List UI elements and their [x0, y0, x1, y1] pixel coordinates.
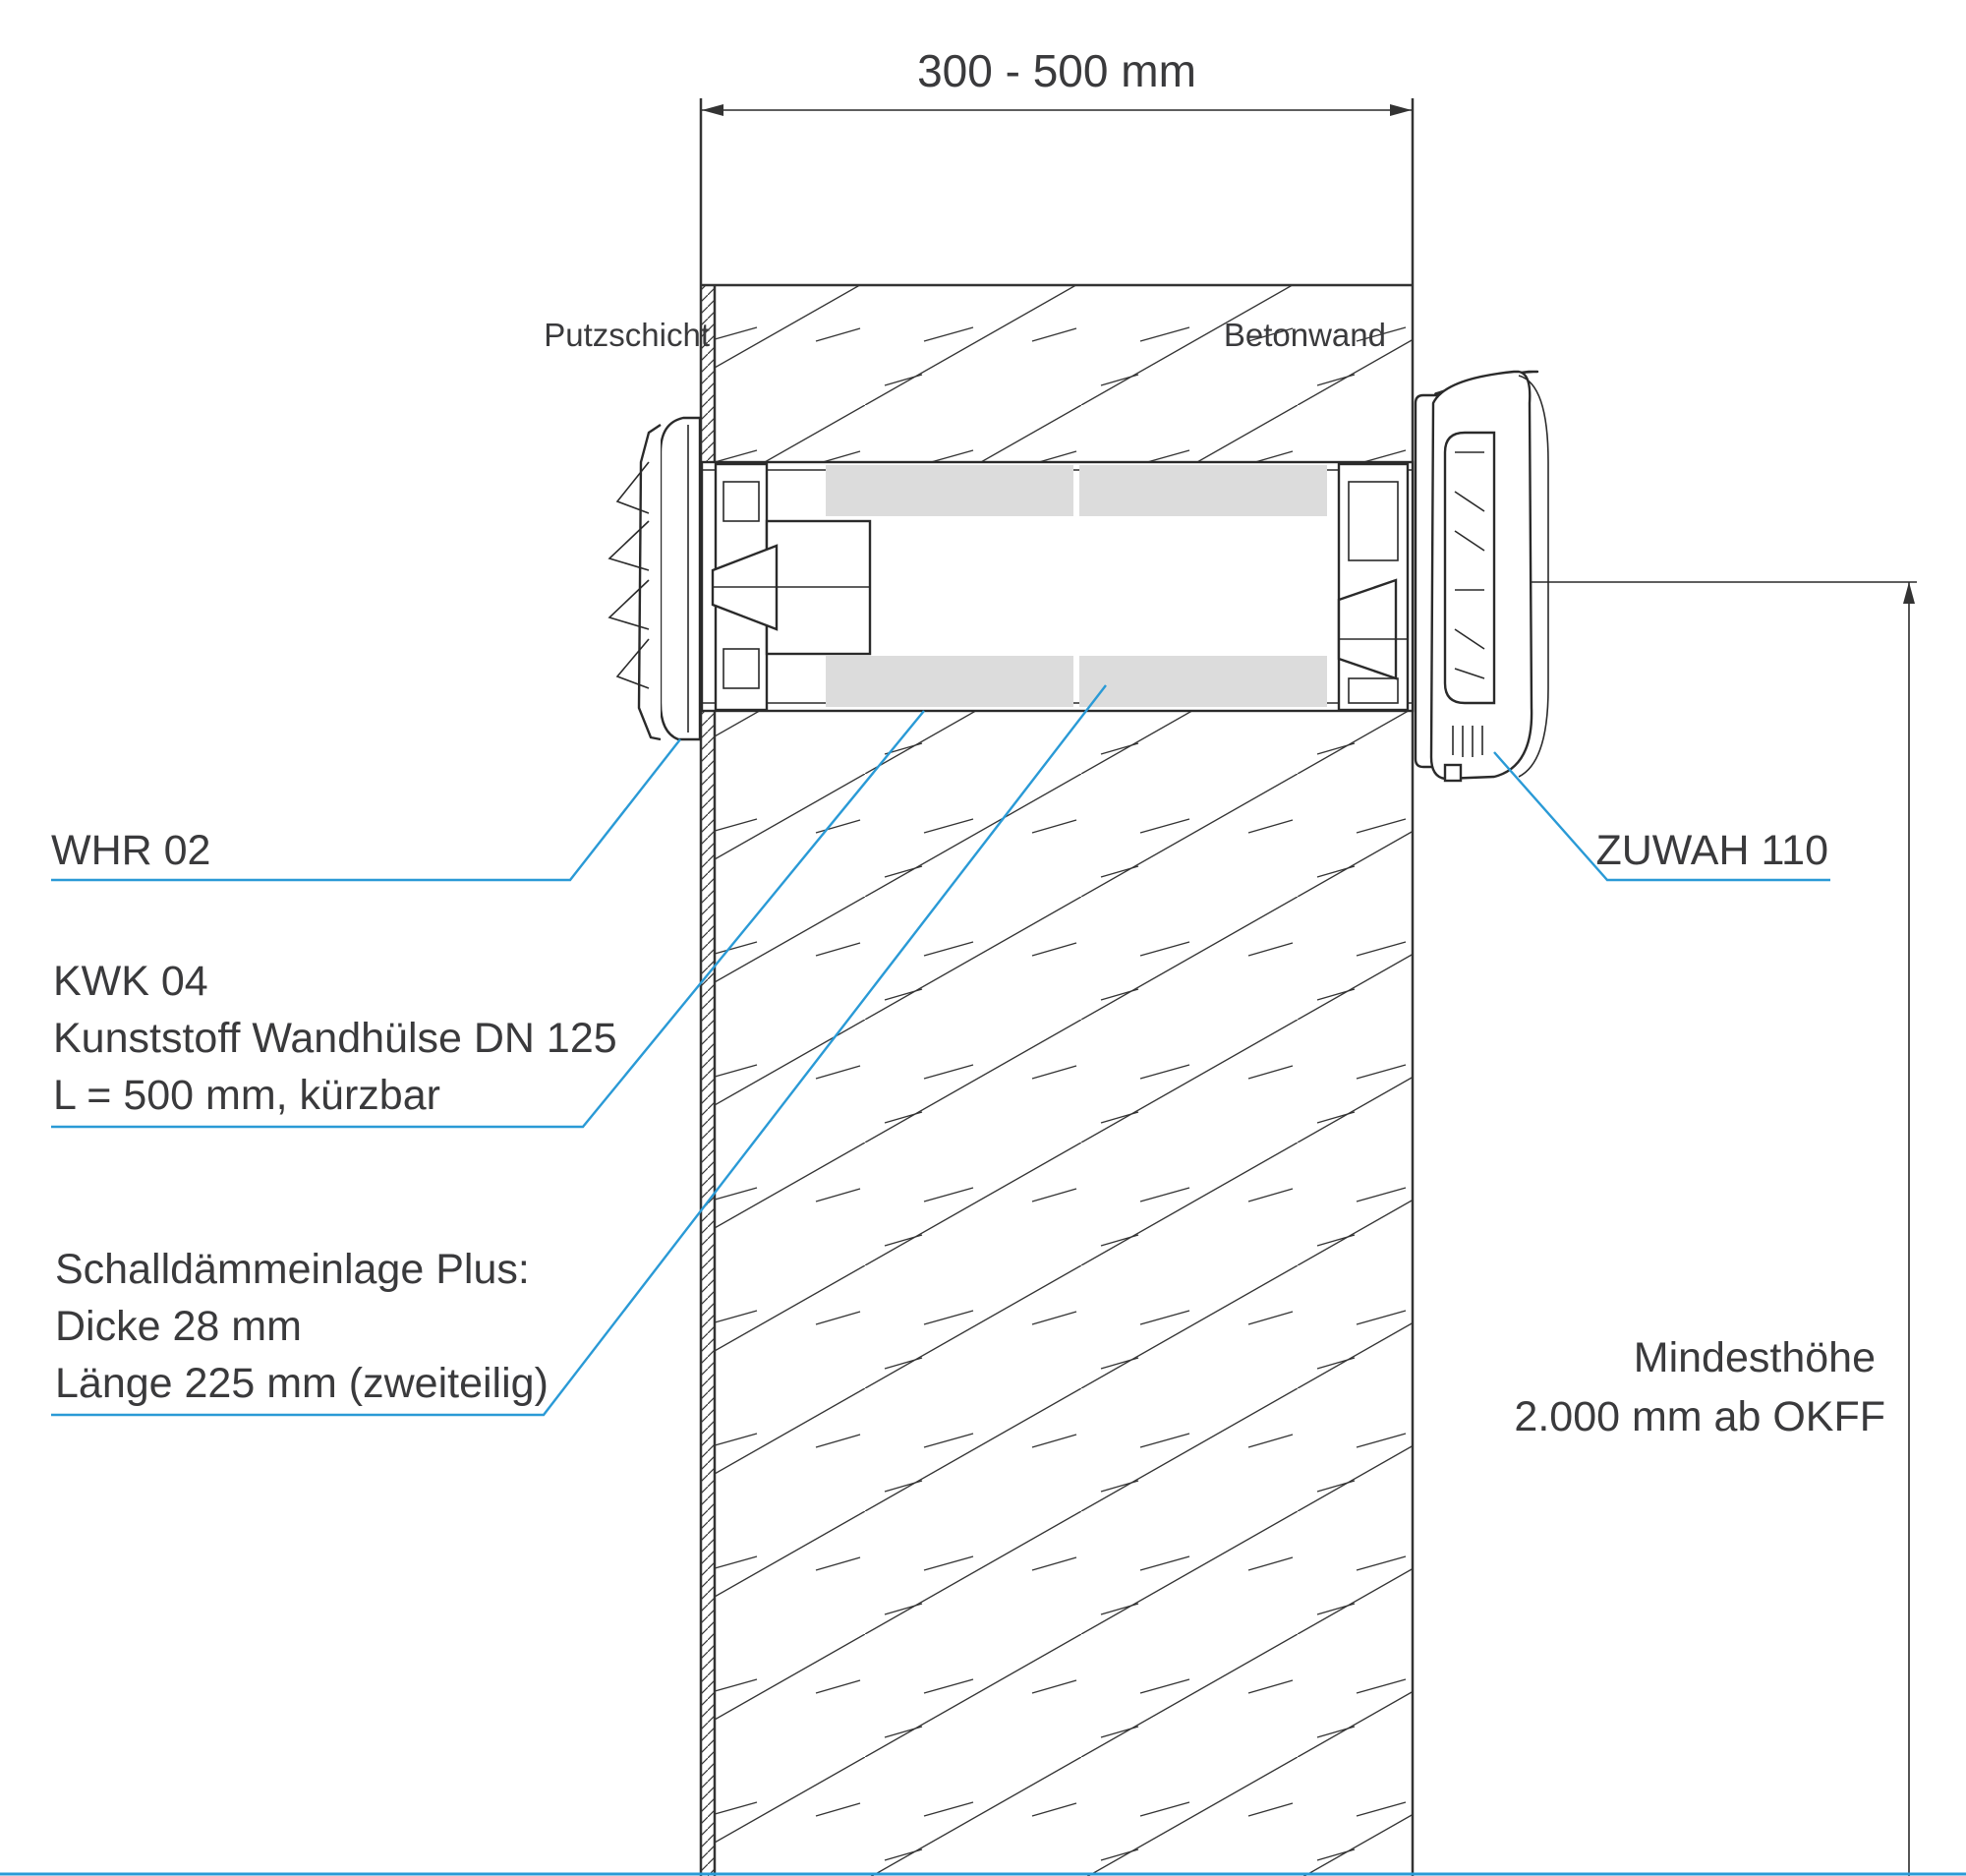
callout-whr02: WHR 02 [51, 827, 210, 874]
callout-insulation-line2: Dicke 28 mm [55, 1303, 302, 1350]
callout-zuwah110: ZUWAH 110 [1595, 827, 1828, 874]
callout-insulation-line1: Schalldämmeinlage Plus: [55, 1246, 530, 1293]
wall-label: Betonwand [1224, 317, 1386, 353]
sound-insulation-insert [826, 465, 1327, 707]
left-fan-cartridge [711, 462, 872, 712]
outer-grille-whr02 [607, 416, 702, 741]
callout-kwk04-line2: Kunststoff Wandhülse DN 125 [53, 1015, 617, 1062]
callout-kwk04-line3: L = 500 mm, kürzbar [53, 1072, 440, 1119]
dimension-label: 300 - 500 mm [917, 45, 1196, 96]
top-dimension [702, 104, 1412, 116]
leader-kwk04 [51, 710, 925, 1129]
min-height-line1: Mindesthöhe [1634, 1334, 1876, 1381]
leader-insulation [51, 684, 1107, 1417]
plaster-label: Putzschicht [544, 317, 710, 353]
callout-insulation-line3: Länge 225 mm (zweiteilig) [55, 1360, 549, 1407]
indoor-unit-zuwah110 [1414, 370, 1549, 783]
min-height-line2: 2.000 mm ab OKFF [1514, 1393, 1885, 1440]
callout-kwk04-line1: KWK 04 [53, 958, 208, 1005]
leader-whr02 [51, 738, 681, 882]
right-fan-cartridge [1337, 462, 1410, 712]
min-height-dimension [1532, 581, 1917, 1876]
leader-zuwah110 [1493, 751, 1830, 882]
